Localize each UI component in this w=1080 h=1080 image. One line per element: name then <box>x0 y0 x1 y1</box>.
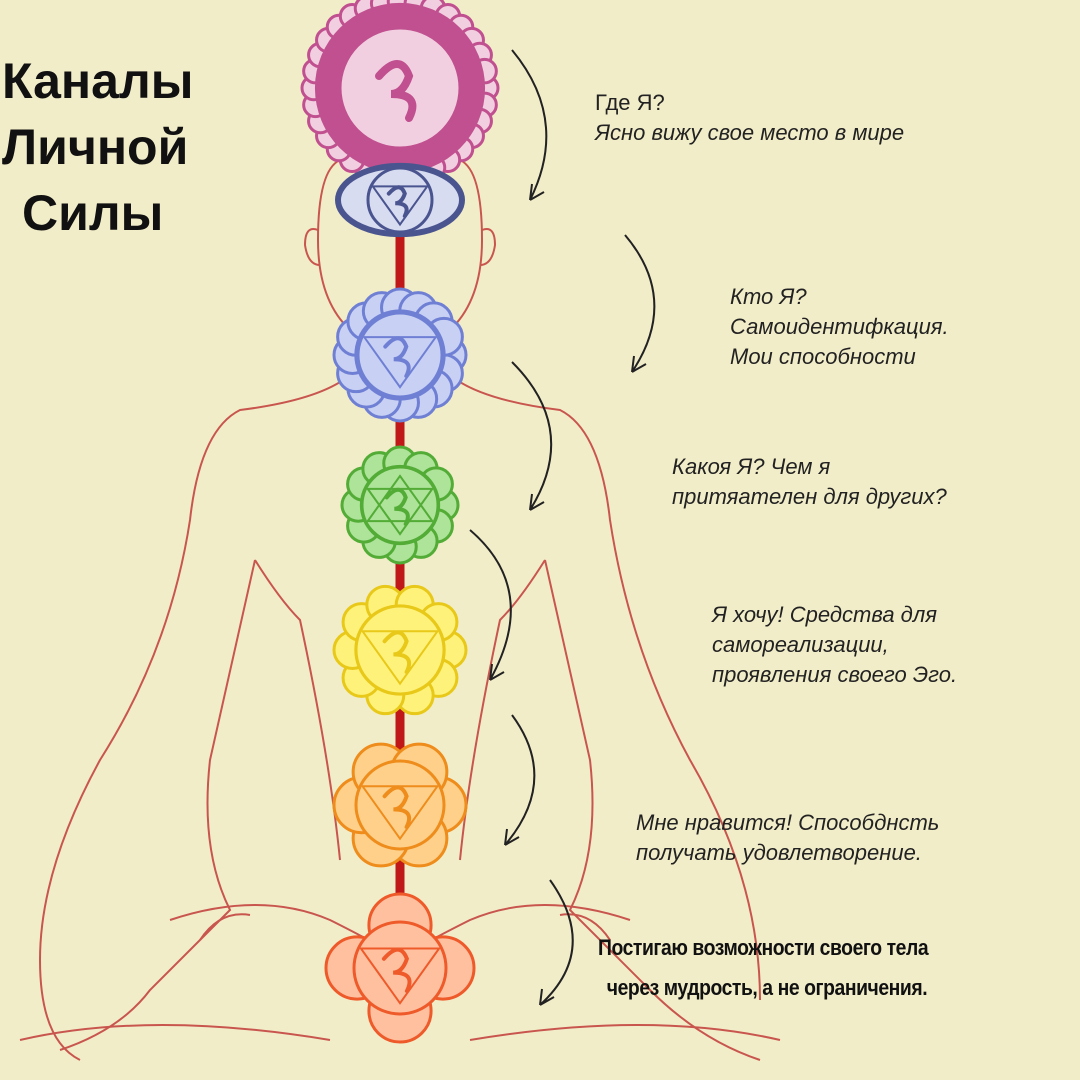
chakra-root <box>324 892 476 1044</box>
caption-line: Мои способности <box>730 344 916 369</box>
caption-line: получать удовлетворение. <box>636 840 922 865</box>
caption-line: проявления своего Эго. <box>712 662 958 687</box>
caption-line: Постигаю возможности своего тела <box>598 935 929 960</box>
caption-crown: Где Я? Ясно вижу свое место в мире <box>595 88 904 148</box>
caption-line: притяателен для других? <box>672 484 947 509</box>
bija-symbol-icon <box>383 336 411 378</box>
caption-line: Ясно вижу свое место в мире <box>595 120 905 145</box>
chakra-crown <box>300 0 500 188</box>
caption-third-eye: Кто Я? Самоидентифкация. Мои способности <box>730 282 949 372</box>
caption-line: Мне нравится! Способднсть <box>636 810 940 835</box>
bija-symbol-icon <box>381 947 412 993</box>
chakra-solar-plexus <box>332 584 468 716</box>
chakra-throat <box>332 287 468 423</box>
bija-symbol-icon <box>386 185 409 218</box>
caption-heart: Я хочу! Средства для самореализации, про… <box>712 600 957 690</box>
body-outline <box>19 159 781 1061</box>
bija-symbol-icon <box>384 487 410 526</box>
caption-line: самореализации, <box>712 632 889 657</box>
chakra-sacral <box>332 742 468 868</box>
caption-line: Где Я? <box>595 90 665 115</box>
caption-line: Самоидентифкация. <box>730 314 949 339</box>
title-line-2: Личной <box>2 119 189 175</box>
title-line-1: Каналы <box>2 53 194 109</box>
chakra-third-eye <box>335 162 465 238</box>
caption-throat: Какоя Я? Чем я притяателен для других? <box>672 452 947 512</box>
caption-line: через мудрость, а не ограничения. <box>606 975 928 1000</box>
arrows <box>469 49 656 1006</box>
page-title: Каналы Личной Силы <box>2 56 193 238</box>
bija-symbol-icon <box>382 785 412 829</box>
caption-solar: Мне нравится! Способднсть получать удовл… <box>636 808 939 868</box>
bija-symbol-icon <box>375 60 417 122</box>
title-line-3: Силы <box>22 185 164 241</box>
caption-root: Постигаю возможности своего тела через м… <box>598 928 929 1008</box>
triangle-icon <box>365 474 435 523</box>
caption-line: Я хочу! Средства для <box>712 602 937 627</box>
bija-symbol-icon <box>382 630 412 674</box>
caption-line: Кто Я? <box>730 284 807 309</box>
caption-line: Какоя Я? Чем я <box>672 454 831 479</box>
chakra-heart <box>340 445 460 565</box>
